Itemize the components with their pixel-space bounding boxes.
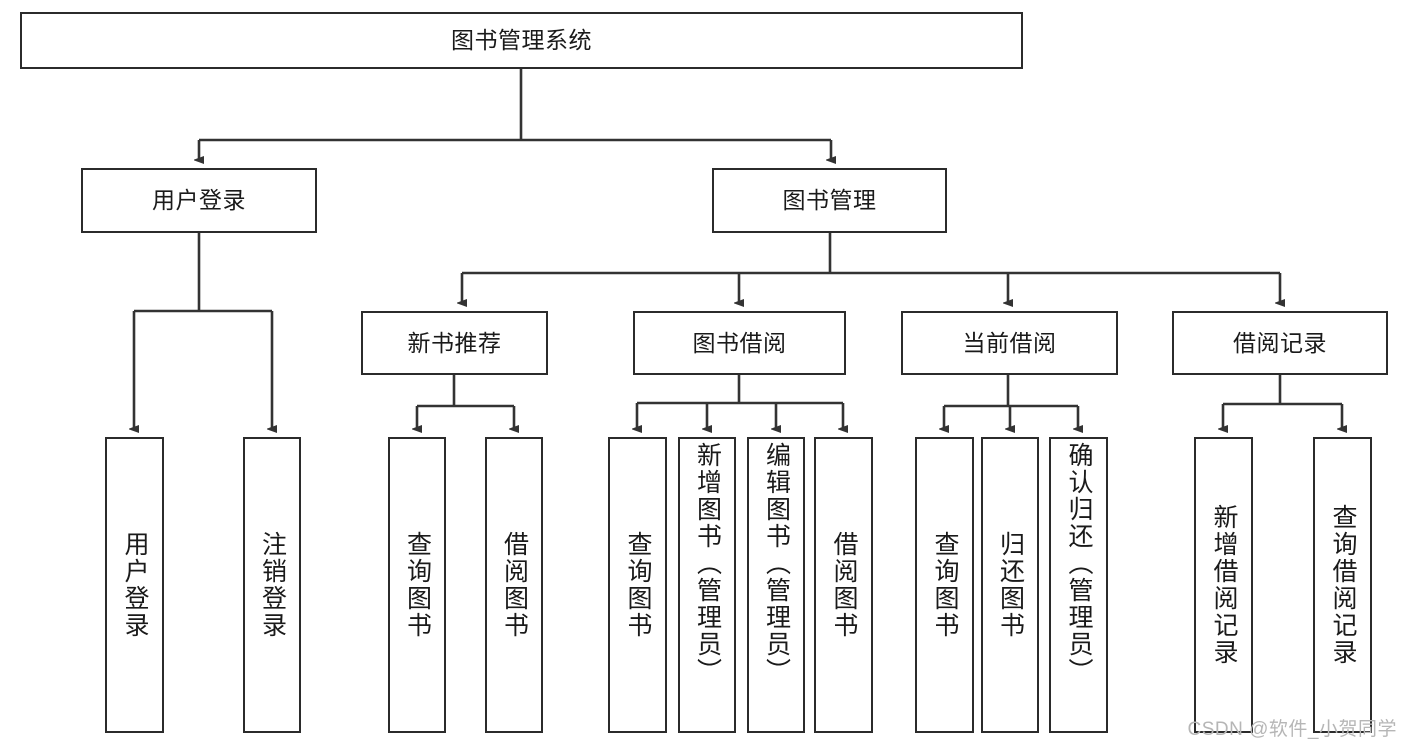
node-current-borrow[interactable]: 当前借阅	[901, 311, 1118, 375]
node-leaf-confirm-return-label: 确认归还（管理员）	[1065, 442, 1093, 685]
node-root-label: 图书管理系统	[451, 27, 592, 54]
node-new-book-rec[interactable]: 新书推荐	[361, 311, 548, 375]
node-book-borrow[interactable]: 图书借阅	[633, 311, 846, 375]
node-leaf-query-record-label: 查询借阅记录	[1329, 504, 1357, 666]
node-leaf-confirm-return[interactable]: 确认归还（管理员）	[1049, 437, 1108, 733]
node-leaf-edit-book[interactable]: 编辑图书（管理员）	[747, 437, 805, 733]
node-root[interactable]: 图书管理系统	[20, 12, 1023, 69]
node-new-book-rec-label: 新书推荐	[407, 329, 502, 356]
node-leaf-query-book-rec[interactable]: 查询图书	[388, 437, 446, 733]
node-leaf-add-record[interactable]: 新增借阅记录	[1194, 437, 1253, 733]
node-leaf-return-book[interactable]: 归还图书	[981, 437, 1039, 733]
node-leaf-user-login-label: 用户登录	[121, 531, 149, 639]
node-leaf-query-book-borrow-label: 查询图书	[624, 531, 652, 639]
node-leaf-query-book-cur[interactable]: 查询图书	[915, 437, 974, 733]
node-leaf-borrow-book-rec-label: 借阅图书	[500, 531, 529, 639]
node-borrow-record-label: 借阅记录	[1233, 329, 1327, 356]
node-current-borrow-label: 当前借阅	[962, 329, 1057, 356]
node-leaf-return-book-label: 归还图书	[996, 531, 1025, 639]
node-leaf-add-book[interactable]: 新增图书（管理员）	[678, 437, 736, 733]
node-leaf-query-book-borrow[interactable]: 查询图书	[608, 437, 667, 733]
node-leaf-query-book-rec-label: 查询图书	[403, 531, 432, 639]
node-leaf-borrow-book[interactable]: 借阅图书	[814, 437, 873, 733]
node-user-login[interactable]: 用户登录	[81, 168, 317, 233]
node-leaf-logout[interactable]: 注销登录	[243, 437, 301, 733]
node-book-borrow-label: 图书借阅	[692, 329, 787, 356]
node-leaf-logout-label: 注销登录	[258, 531, 287, 639]
node-leaf-borrow-book-label: 借阅图书	[830, 531, 858, 639]
node-book-manage-label: 图书管理	[782, 187, 877, 214]
node-leaf-borrow-book-rec[interactable]: 借阅图书	[485, 437, 543, 733]
node-borrow-record[interactable]: 借阅记录	[1172, 311, 1388, 375]
node-leaf-add-record-label: 新增借阅记录	[1210, 504, 1238, 666]
watermark: CSDN @软件_小贺同学	[1187, 719, 1397, 740]
node-leaf-add-book-label: 新增图书（管理员）	[693, 442, 722, 685]
node-user-login-label: 用户登录	[152, 187, 246, 214]
node-leaf-user-login[interactable]: 用户登录	[105, 437, 164, 733]
node-leaf-edit-book-label: 编辑图书（管理员）	[762, 442, 791, 685]
node-leaf-query-book-cur-label: 查询图书	[931, 531, 959, 639]
node-leaf-query-record[interactable]: 查询借阅记录	[1313, 437, 1372, 733]
node-book-manage[interactable]: 图书管理	[712, 168, 947, 233]
